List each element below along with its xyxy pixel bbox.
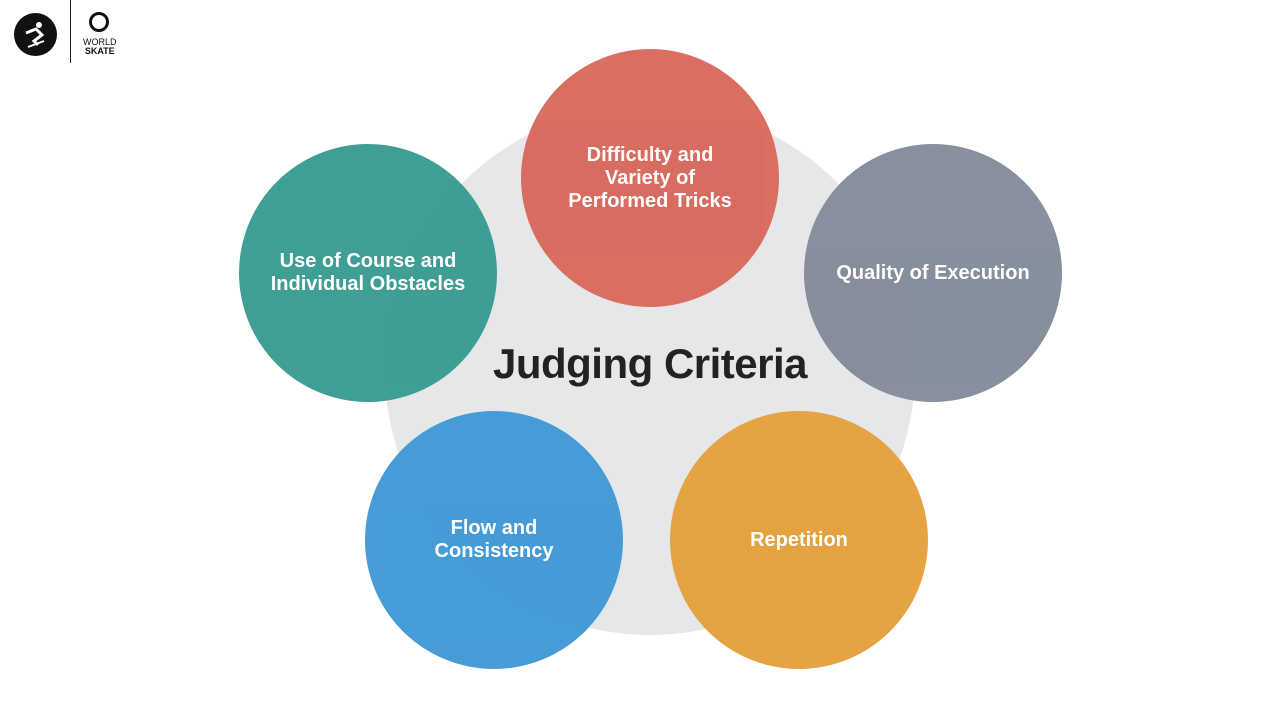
skater-logo-icon xyxy=(14,13,57,56)
criterion-use-of-course: Use of Course and Individual Obstacles xyxy=(239,144,497,402)
criterion-quality: Quality of Execution xyxy=(804,144,1062,402)
criterion-flow: Flow and Consistency xyxy=(365,411,623,669)
world-skate-logo-icon xyxy=(89,12,109,32)
logo-divider xyxy=(70,0,71,63)
diagram-title: Judging Criteria xyxy=(492,340,808,387)
criterion-difficulty: Difficulty and Variety of Performed Tric… xyxy=(521,49,779,307)
criterion-repetition: Repetition xyxy=(670,411,928,669)
